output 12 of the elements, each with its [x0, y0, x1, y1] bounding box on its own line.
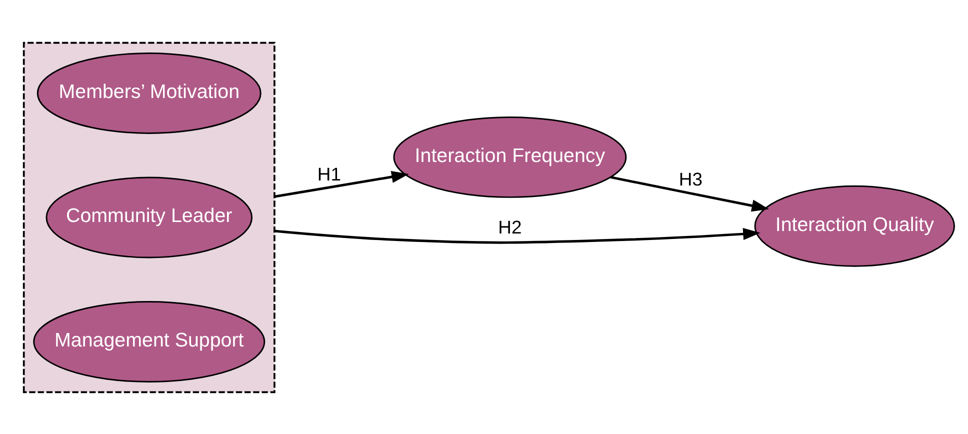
- arrow: [274, 227, 760, 244]
- edge-label: H2: [498, 216, 522, 237]
- edge-label: H3: [678, 168, 702, 190]
- node-ellipse: Interaction Frequency: [393, 116, 627, 198]
- node-ellipse: Members’ Motivation: [36, 52, 262, 134]
- edge-label: H1: [317, 163, 342, 184]
- node-ellipse: Interaction Quality: [754, 184, 956, 266]
- node-ellipse: Management Support: [33, 300, 266, 382]
- arrow: [610, 176, 770, 212]
- arrow: [274, 170, 409, 198]
- node-ellipse: Community Leader: [46, 176, 253, 258]
- cluster: [22, 41, 276, 393]
